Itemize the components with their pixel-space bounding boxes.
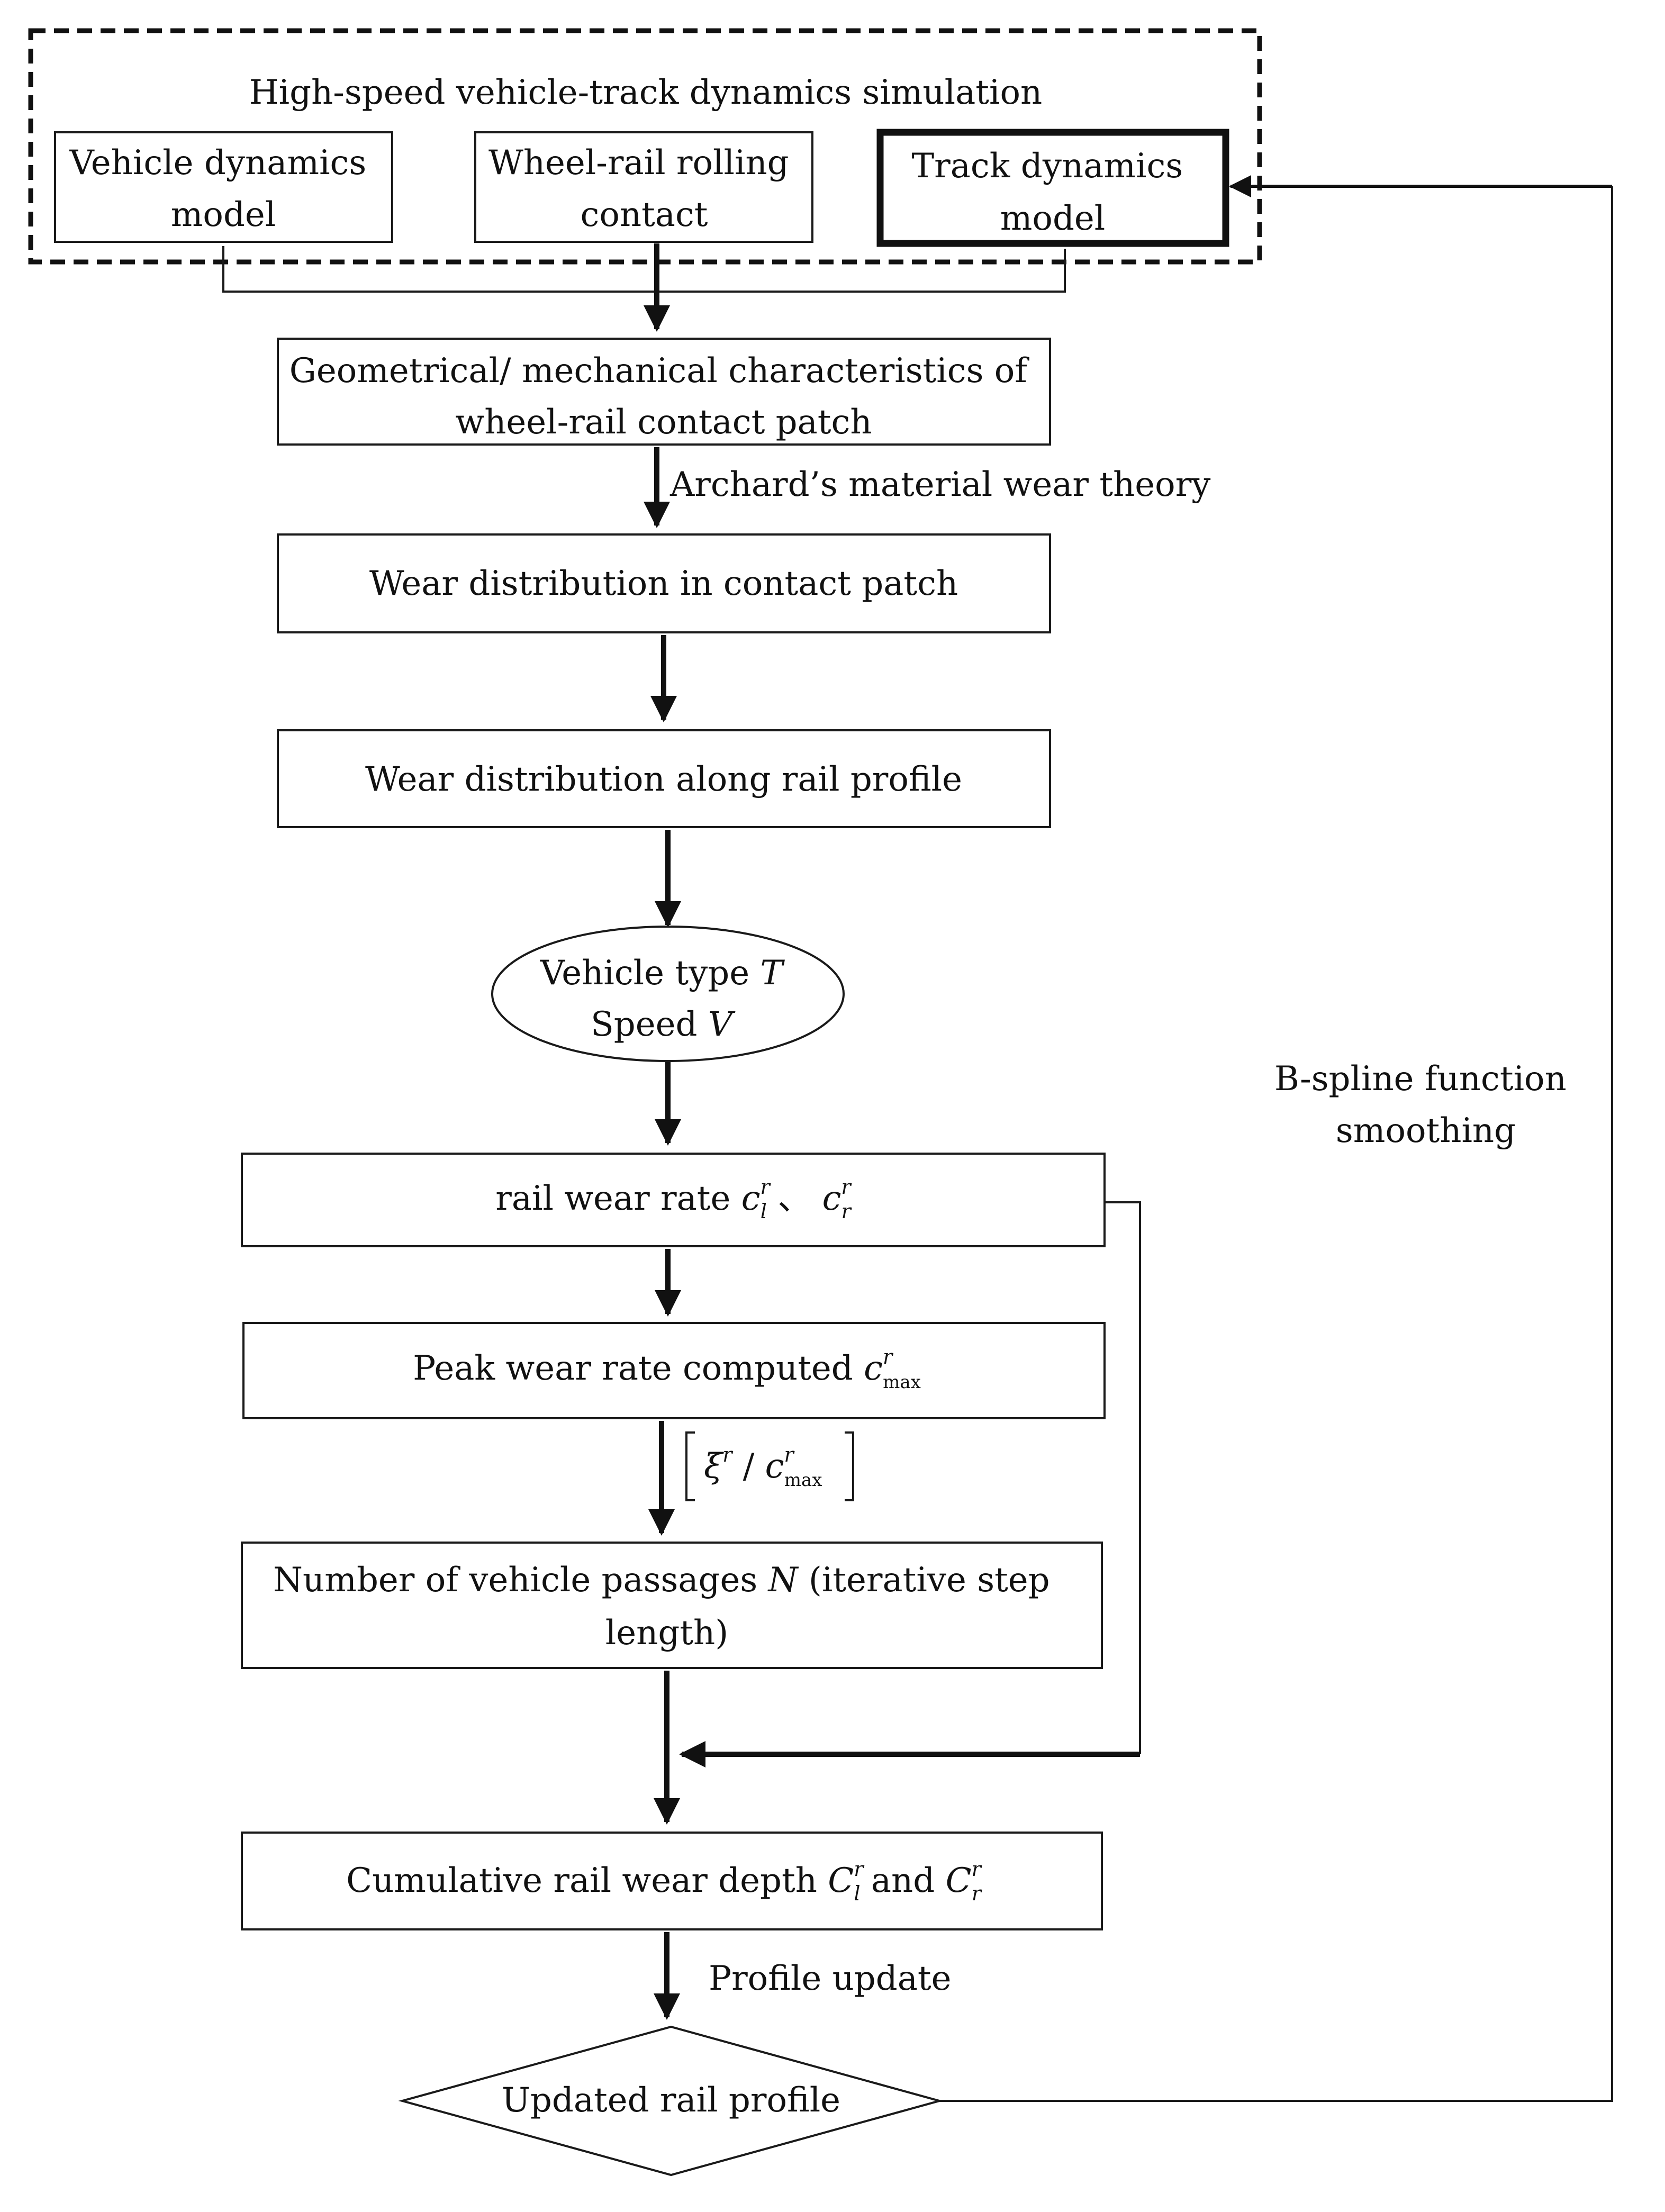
wear-rail-profile-box: [277, 729, 1051, 828]
wear-rail-profile-label: Wear distribution along rail profile: [365, 760, 962, 799]
model-bracket-line: [222, 246, 1066, 293]
archard-theory-label: Archard’s material wear theory: [669, 465, 1210, 504]
wheel-rail-contact-box: [474, 131, 813, 243]
wear-contact-patch-box: [277, 533, 1051, 633]
bspline-smoothing-label: B-spline function smoothing: [1274, 1059, 1577, 1150]
wheel-rail-contact-label: Wheel-rail rolling contact: [488, 143, 800, 234]
vehicle-type-label: Vehicle type T: [540, 954, 785, 993]
contact-patch-label: Geometrical/ mechanical characteristics …: [289, 351, 1038, 442]
updated-rail-profile-label: Updated rail profile: [502, 2081, 840, 2120]
cumulative-wear-depth-box: [241, 1832, 1103, 1930]
vehicle-dynamics-model-label: Vehicle dynamics model: [69, 143, 377, 234]
vehicle-dynamics-model-box: [54, 131, 393, 243]
vehicle-passages-box: [241, 1542, 1103, 1669]
wear-contact-patch-label: Wear distribution in contact patch: [369, 564, 958, 603]
feedback-loop-line: [939, 186, 1613, 2102]
track-dynamics-model-label: Track dynamics model: [911, 147, 1193, 238]
contact-patch-box: [277, 338, 1051, 446]
vehicle-passages-label: Number of vehicle passages N (iterative …: [273, 1561, 1061, 1653]
vehicle-type-speed-ellipse: [491, 926, 845, 1062]
wear-rate-bypass-line: [1105, 1201, 1141, 1754]
rail-wear-rate-box: [241, 1153, 1106, 1247]
track-dynamics-model-box: [876, 129, 1229, 247]
simulation-group: [28, 28, 1262, 265]
updated-rail-profile-diamond: [398, 2025, 944, 2177]
simulation-group-title: High-speed vehicle-track dynamics simula…: [249, 73, 1042, 112]
profile-update-label: Profile update: [709, 1959, 951, 1998]
peak-wear-rate-box: [242, 1322, 1106, 1419]
speed-label: Speed V: [591, 1005, 736, 1044]
